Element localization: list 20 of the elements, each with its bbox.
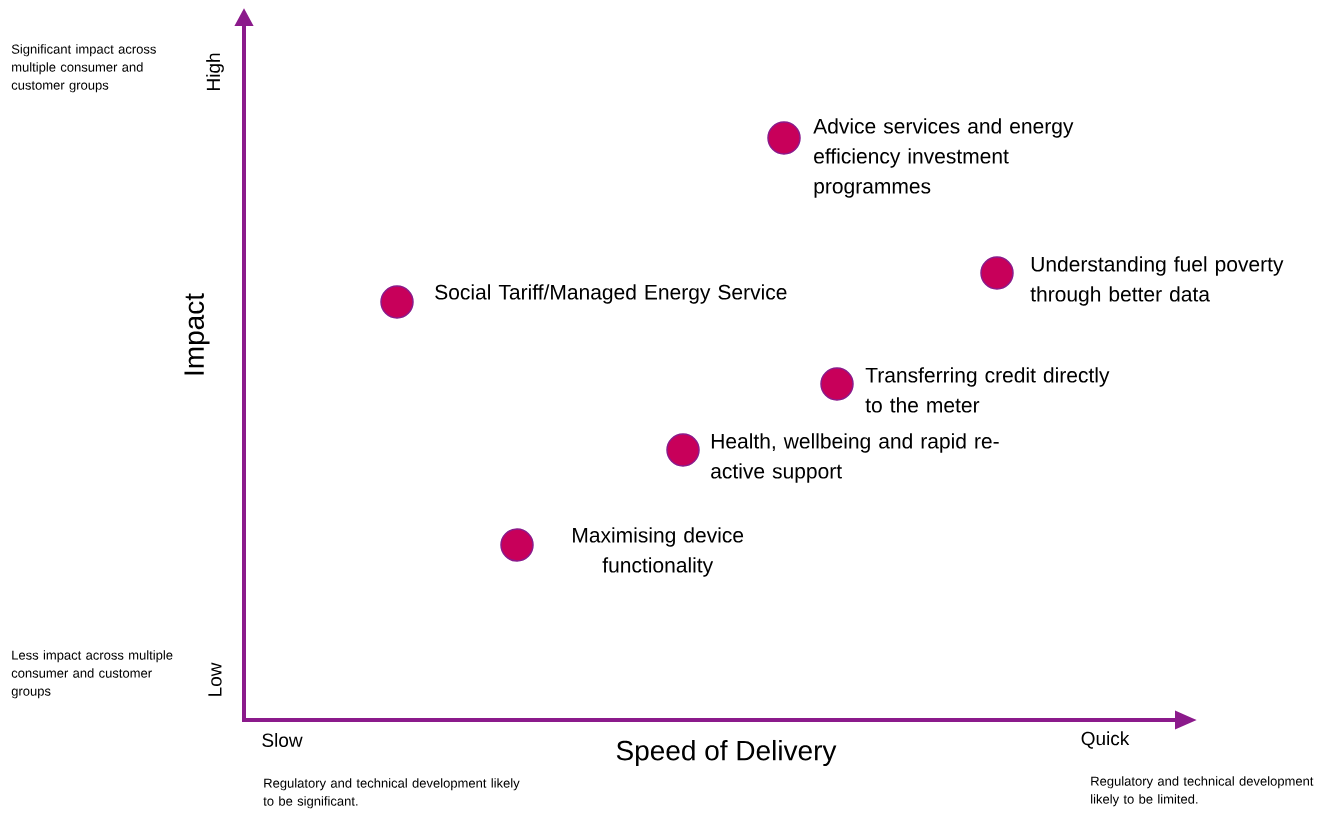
axis-title: Speed of Delivery — [616, 739, 837, 767]
axis-tick-label: Quick — [1081, 731, 1130, 749]
data-point: Health, wellbeing and rapid re-active support — [666, 433, 999, 483]
axis-tick-label: Low — [208, 662, 222, 696]
node-label: Transferring credit directly to the meter — [865, 367, 1110, 413]
note: Regulatory and technical development likely to be limited. — [1091, 776, 1314, 807]
node-label: Understanding fuel poverty through better data — [1030, 256, 1284, 306]
data-point: Transferring credit directly to the meter — [820, 367, 1110, 413]
note: Less impact across multiple consumer and customer groups — [11, 650, 173, 699]
axis-tick-label: High — [206, 53, 224, 90]
axis-tick-label: Slow — [262, 733, 303, 747]
data-point: Advice services and energy efficiency investment programmes — [767, 118, 1074, 198]
data-point: Maximising device functionality — [500, 527, 744, 577]
node-label: Maximising device functionality — [573, 527, 744, 577]
axis-title: Impact — [184, 293, 210, 375]
note: Significant impact across multiple consumer and customer groups — [11, 44, 156, 93]
node-label: Social Tariff/Managed Energy Service — [435, 284, 787, 304]
data-point: Social Tariff/Managed Energy Service — [380, 284, 787, 319]
data-point: Understanding fuel poverty through better data — [980, 256, 1284, 306]
note: Regulatory and technical development likely to be significant. — [263, 778, 520, 809]
